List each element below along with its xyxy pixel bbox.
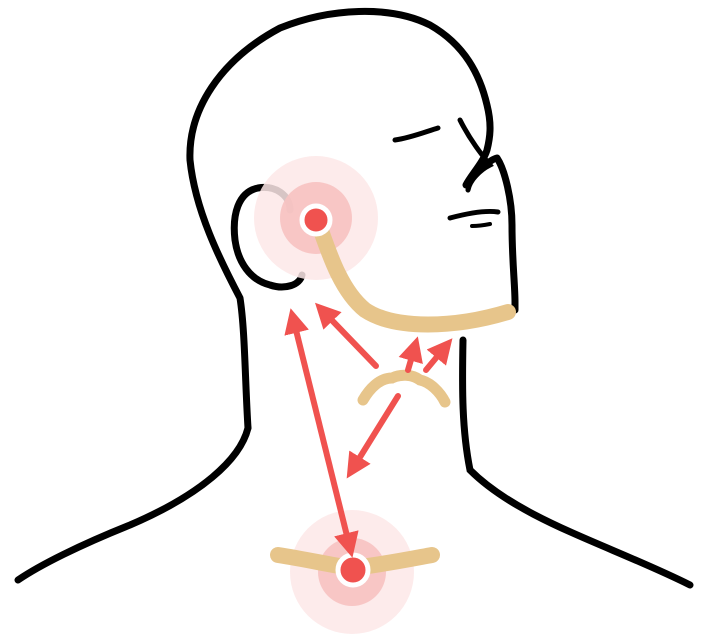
shoulder-outline — [18, 428, 248, 580]
arrow-hyoid-to-chin-right — [426, 346, 446, 370]
arrow-collarbone-to-jaw — [293, 318, 350, 548]
closed-eye — [395, 128, 438, 140]
hyoid-bone — [363, 375, 445, 402]
jaw-joint-pain-point — [302, 206, 330, 234]
collarbone-pain-point — [338, 555, 368, 585]
arrow-hyoid-to-collarbone — [352, 396, 398, 470]
neck-front-outline — [463, 340, 690, 585]
mouth — [450, 211, 498, 218]
mouth-lower — [472, 224, 490, 226]
arrow-hyoid-to-chin-left — [408, 346, 415, 370]
